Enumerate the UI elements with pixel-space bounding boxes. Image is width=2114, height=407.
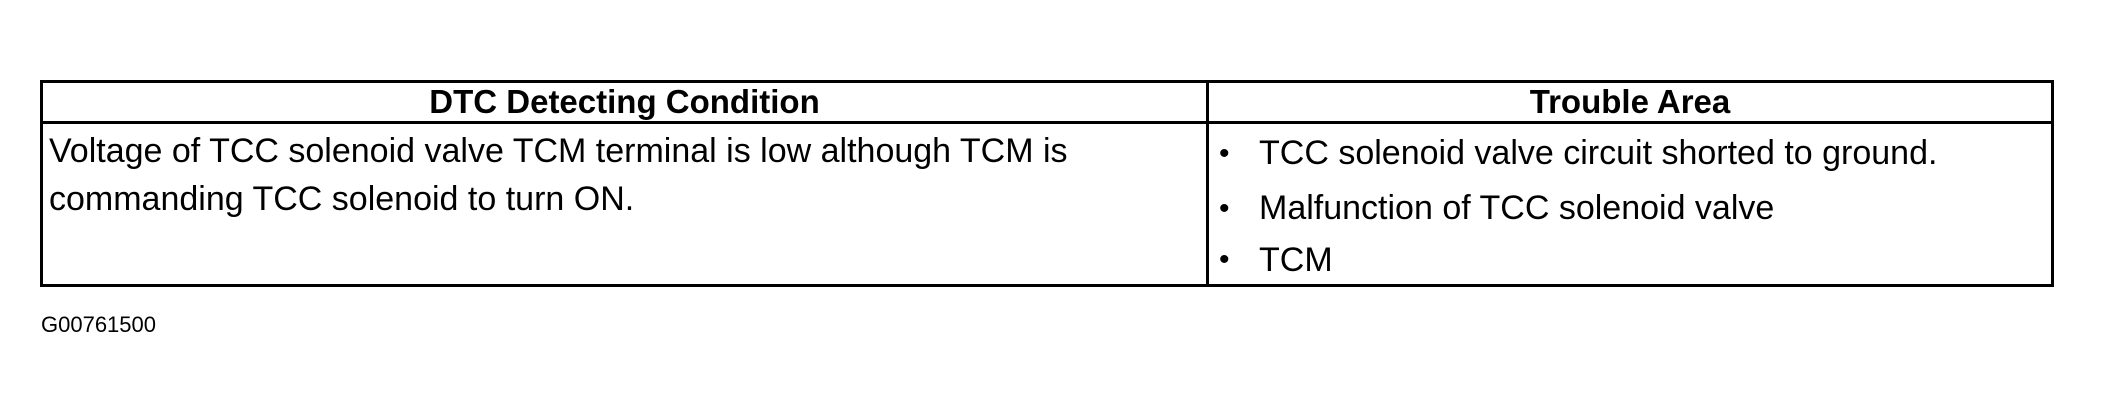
- trouble-area-item-text: Malfunction of TCC solenoid valve: [1259, 189, 1775, 227]
- bullet-icon: •: [1219, 191, 1230, 225]
- list-item: • TCC solenoid valve circuit shorted to …: [1209, 126, 2051, 181]
- trouble-area-item-text: TCM: [1259, 240, 1333, 279]
- trouble-area-cell: • TCC solenoid valve circuit shorted to …: [1206, 121, 2054, 287]
- header-trouble-area: Trouble Area: [1206, 80, 2054, 124]
- header-dtc-detecting-condition: DTC Detecting Condition: [40, 80, 1209, 124]
- table-row: Voltage of TCC solenoid valve TCM termin…: [40, 121, 2054, 287]
- dtc-table: DTC Detecting Condition Trouble Area Vol…: [40, 80, 2054, 287]
- trouble-area-item-text: TCC solenoid valve circuit shorted to gr…: [1259, 134, 1938, 172]
- bullet-icon: •: [1219, 136, 1230, 170]
- bullet-icon: •: [1219, 243, 1230, 276]
- trouble-area-list: • TCC solenoid valve circuit shorted to …: [1209, 124, 2051, 284]
- condition-text: Voltage of TCC solenoid valve TCM termin…: [49, 132, 1068, 218]
- table-header-row: DTC Detecting Condition Trouble Area: [40, 80, 2054, 124]
- figure-code: G00761500: [41, 312, 156, 337]
- list-item: • Malfunction of TCC solenoid valve: [1209, 181, 2051, 236]
- condition-cell: Voltage of TCC solenoid valve TCM termin…: [40, 121, 1209, 287]
- list-item: • TCM: [1209, 236, 2051, 284]
